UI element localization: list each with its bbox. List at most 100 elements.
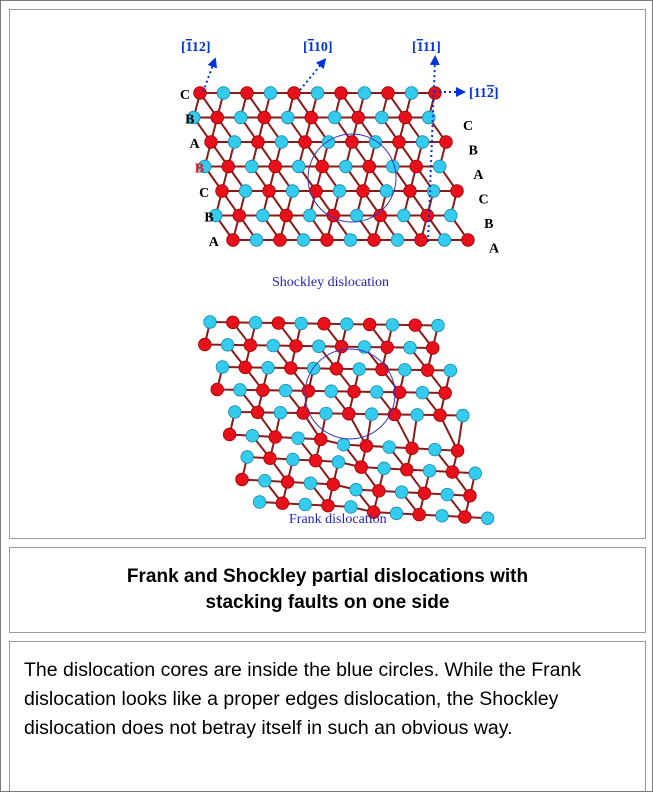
atom: [458, 510, 472, 524]
atom: [422, 464, 437, 478]
atom: [268, 430, 282, 444]
atom: [278, 383, 293, 398]
atom: [312, 339, 326, 353]
atom: [304, 110, 318, 125]
atom: [324, 384, 338, 398]
atom: [450, 184, 464, 198]
caption-cell: Frank and Shockley partial dislocations …: [9, 547, 646, 633]
atom: [443, 363, 458, 378]
direction-label-111: [111]: [412, 40, 441, 55]
atom: [362, 317, 377, 332]
atom: [216, 86, 231, 100]
atom: [417, 486, 432, 501]
atom: [450, 444, 465, 458]
atom: [435, 509, 449, 523]
atom: [238, 184, 253, 198]
atom: [329, 362, 344, 376]
atom: [412, 507, 426, 522]
atom: [409, 159, 423, 174]
atom: [250, 405, 265, 420]
arrow-111-line: [427, 55, 440, 243]
atom: [256, 208, 270, 223]
atom: [234, 110, 248, 125]
atom: [390, 233, 405, 247]
atom: [303, 476, 318, 490]
atom: [433, 159, 447, 174]
atom: [248, 316, 263, 330]
atom: [221, 159, 235, 174]
atom: [444, 208, 458, 223]
atom: [347, 384, 361, 399]
atom: [426, 341, 440, 355]
atom: [266, 338, 280, 353]
atom: [382, 440, 396, 454]
left-stack-letter: A: [190, 137, 201, 152]
atom: [226, 315, 240, 330]
frank-atoms: [198, 315, 495, 525]
atom: [392, 385, 407, 400]
atom: [240, 450, 254, 464]
atom: [281, 110, 295, 125]
atom: [410, 408, 424, 422]
atom: [445, 465, 460, 479]
atom: [339, 159, 353, 174]
atom: [352, 362, 366, 376]
atom: [284, 361, 298, 375]
atom: [245, 429, 260, 443]
atom: [289, 339, 303, 353]
atom: [332, 184, 347, 198]
atom: [354, 460, 368, 474]
atom: [222, 427, 237, 442]
atom: [357, 86, 372, 100]
atom: [198, 337, 212, 352]
direction-label-110: [110]: [303, 40, 333, 55]
atom: [209, 208, 223, 223]
atom: [415, 385, 430, 400]
atom: [375, 362, 389, 377]
atom: [456, 408, 470, 423]
atom: [274, 135, 289, 149]
atom: [243, 338, 258, 352]
atom: [380, 340, 394, 355]
atom: [238, 360, 252, 375]
figure-caption: Frank and Shockley partial dislocations …: [126, 566, 529, 613]
atom: [279, 208, 293, 223]
frank-core-circle: [304, 348, 396, 440]
atom: [370, 385, 384, 399]
atom: [350, 208, 364, 223]
atom: [328, 110, 342, 125]
atom: [362, 159, 376, 174]
atom: [296, 233, 311, 247]
atom: [403, 340, 417, 355]
atom: [240, 86, 254, 100]
atom: [204, 135, 218, 149]
atom: [367, 233, 381, 247]
atom: [303, 208, 317, 223]
atom: [438, 386, 452, 400]
atom: [414, 233, 428, 247]
atom: [326, 477, 340, 492]
shockley-core-circle: [307, 133, 397, 223]
atom: [368, 135, 383, 149]
atom: [428, 442, 442, 457]
atom: [377, 461, 391, 476]
atom: [392, 135, 406, 149]
atom: [251, 135, 265, 149]
atom: [215, 184, 229, 198]
atom: [273, 406, 288, 420]
atom: [408, 318, 422, 332]
atom: [273, 233, 287, 247]
atom: [275, 496, 290, 510]
atom: [426, 184, 441, 198]
atom: [227, 135, 242, 149]
atom: [461, 233, 475, 247]
atom: [315, 159, 329, 174]
right-stack-letter: C: [463, 119, 473, 134]
atom: [463, 489, 477, 503]
atom: [220, 338, 235, 352]
atom: [233, 383, 247, 397]
atom: [298, 135, 312, 149]
